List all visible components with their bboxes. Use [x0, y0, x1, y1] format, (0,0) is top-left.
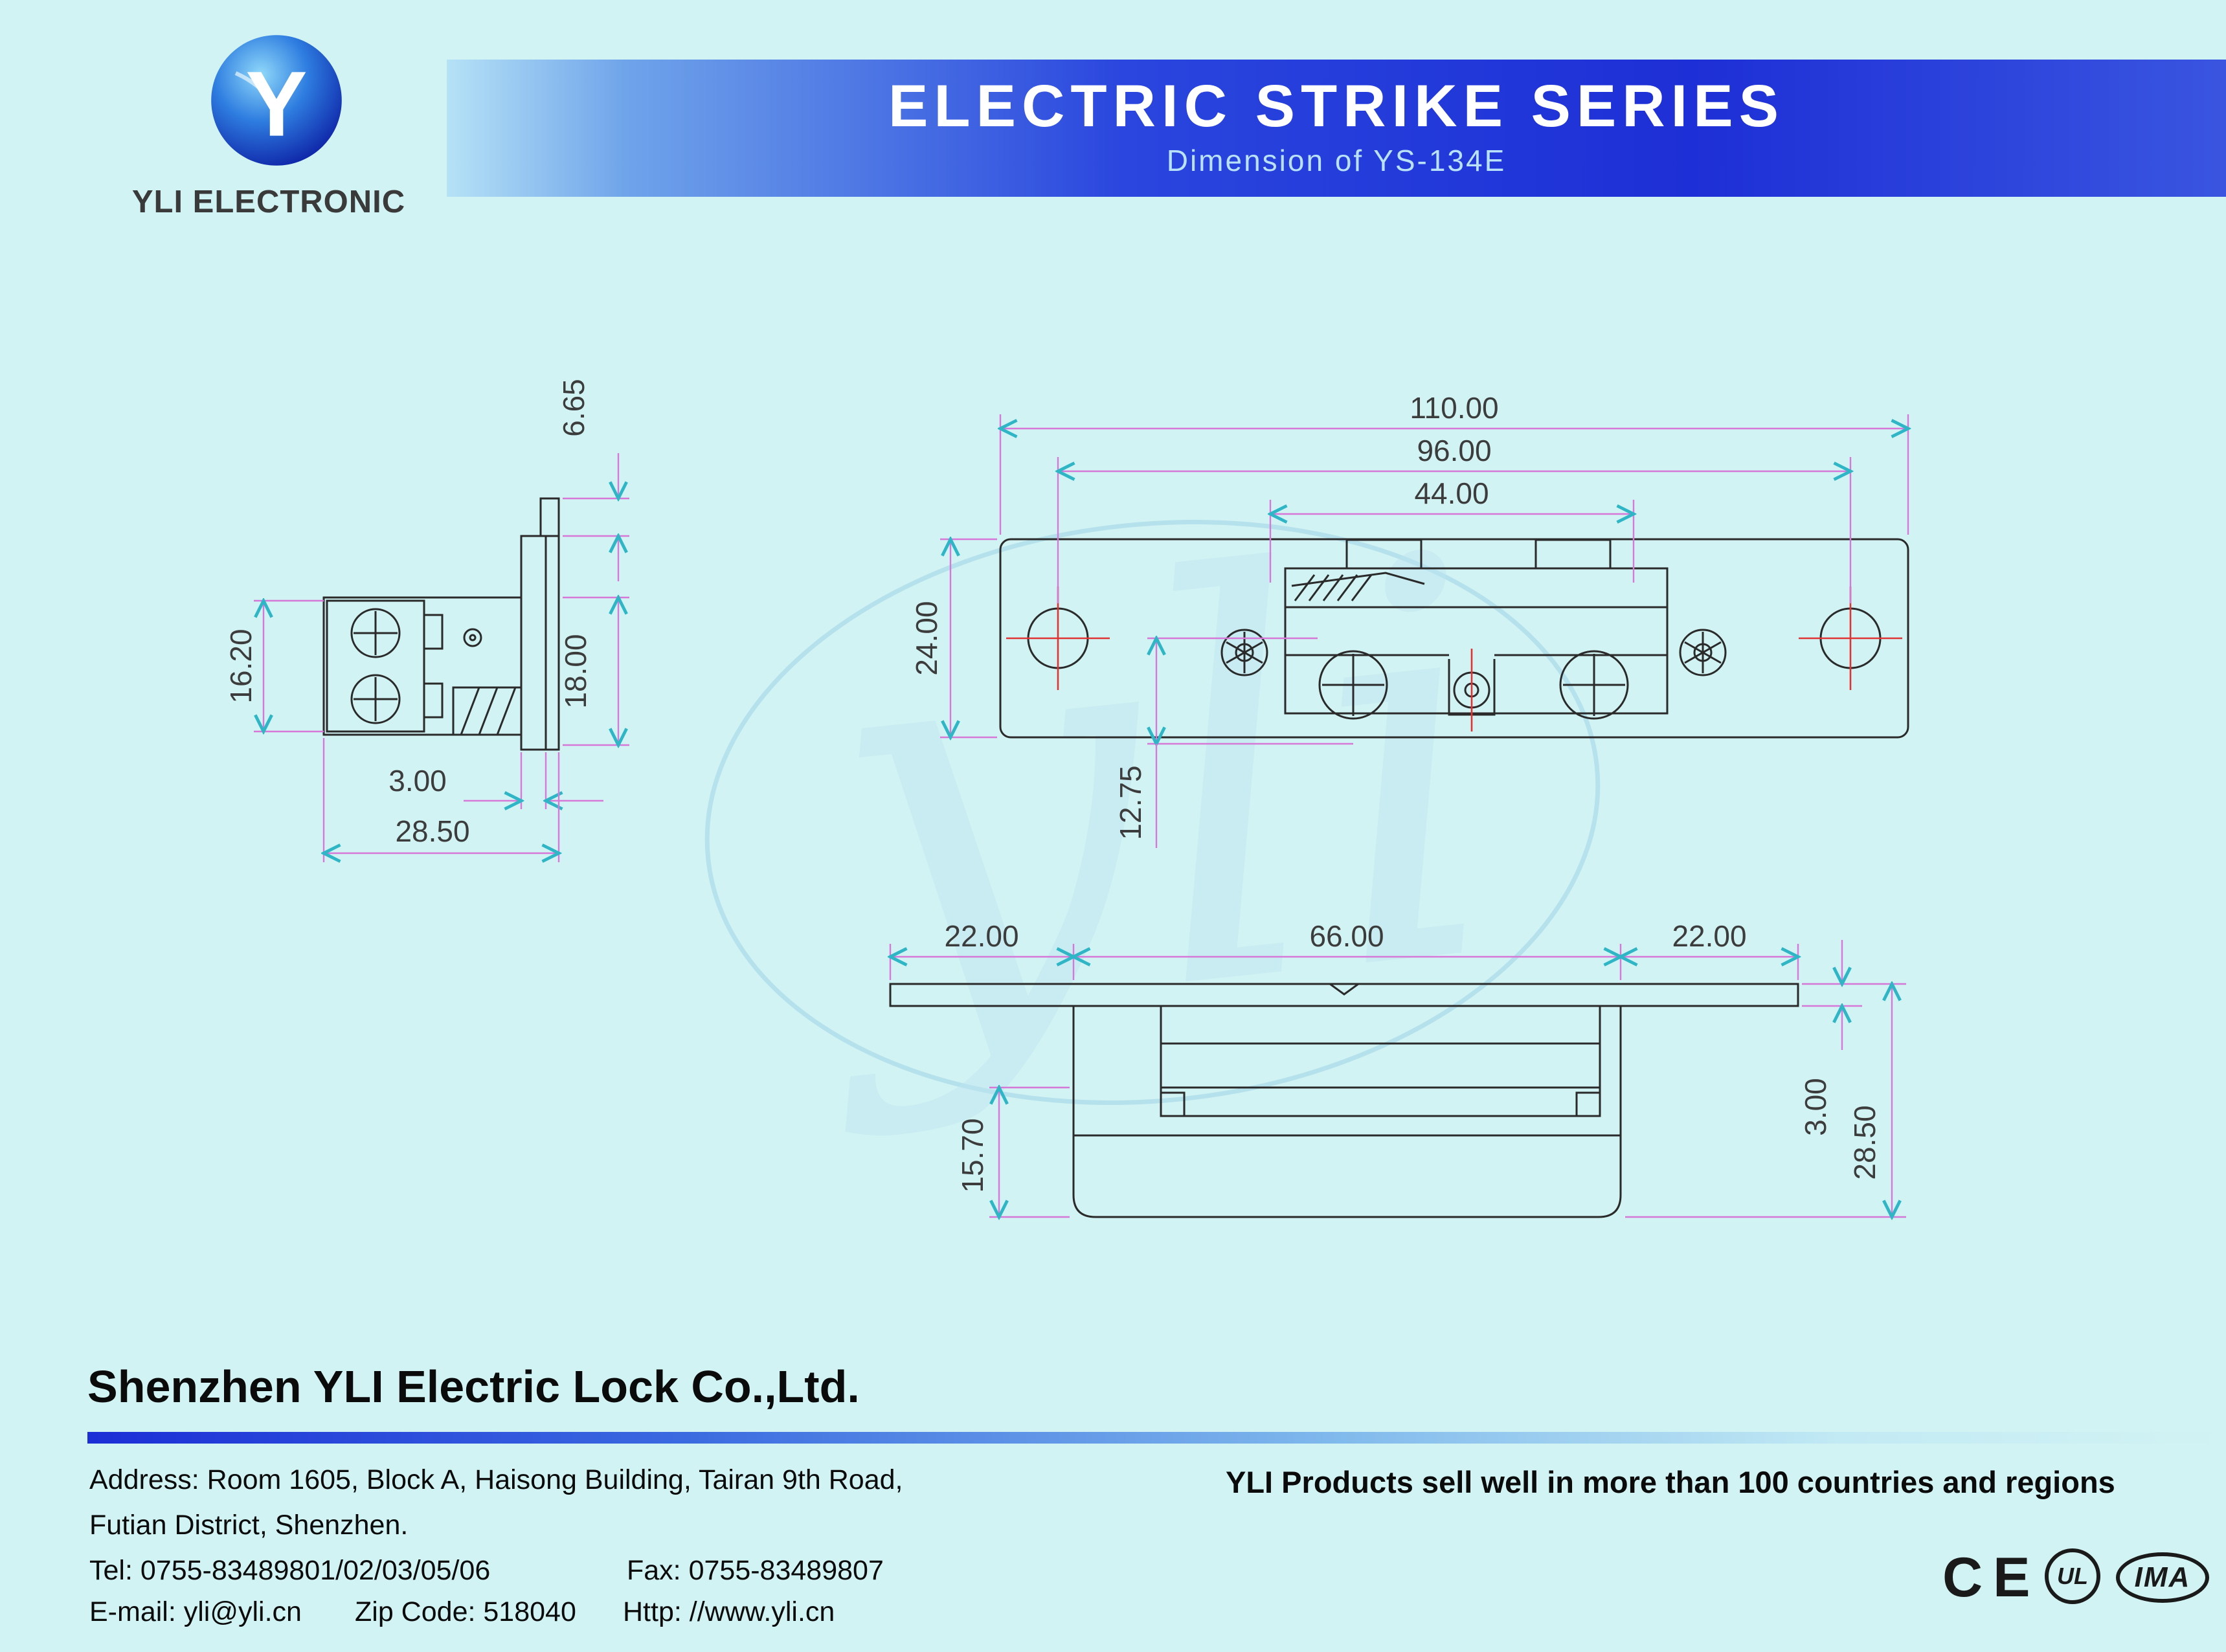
dim-label-3-00-top: 3.00 [1799, 1078, 1832, 1136]
side-view-dim-lines [254, 453, 629, 862]
yli-logo-icon: Y [211, 35, 342, 166]
watermark: yli [704, 440, 1601, 1148]
dim-label-110-00: 110.00 [1410, 391, 1498, 425]
dim-label-24-00: 24.00 [910, 601, 943, 675]
marketing-tagline: YLI Products sell well in more than 100 … [1226, 1465, 2115, 1499]
dim-label-18-00: 18.00 [559, 634, 592, 708]
top-view-dim-labels: 22.00 66.00 22.00 15.70 3.00 28.50 [944, 919, 1882, 1193]
address-line-2: Futian District, Shenzhen. [89, 1510, 409, 1541]
side-view-dim-labels: 16.20 6.65 18.00 3.00 28.50 [224, 379, 592, 848]
website-line: Http: //www.yli.cn [623, 1596, 835, 1627]
ima-mark-icon: IMA [2116, 1552, 2209, 1603]
dim-label-3-00-side: 3.00 [388, 764, 447, 798]
dim-label-6-65: 6.65 [557, 379, 590, 437]
dim-label-96-00: 96.00 [1417, 434, 1491, 467]
dim-label-12-75: 12.75 [1114, 765, 1147, 840]
watermark-text: yli [774, 440, 1526, 1148]
side-view-part [322, 497, 560, 751]
page-title: ELECTRIC STRIKE SERIES [888, 73, 1784, 139]
tel-line: Tel: 0755-83489801/02/03/05/06 [89, 1555, 491, 1586]
page-subtitle: Dimension of YS-134E [1166, 144, 1507, 177]
company-name: Shenzhen YLI Electric Lock Co.,Ltd. [87, 1361, 860, 1412]
brand-name: YLI ELECTRONIC [131, 184, 406, 219]
top-view-dim-lines [890, 940, 1906, 1217]
address-line-1: Address: Room 1605, Block A, Haisong Bui… [89, 1464, 903, 1495]
top-view-part [889, 983, 1799, 1218]
zip-line: Zip Code: 518040 [355, 1596, 576, 1627]
email-line: E-mail: yli@yli.cn [89, 1596, 302, 1627]
dim-label-22-00-left: 22.00 [944, 919, 1018, 953]
ce-mark-icon: CE [1942, 1546, 2041, 1609]
ul-mark-icon: UL [2045, 1548, 2100, 1604]
front-view-dim-labels: 110.00 96.00 44.00 24.00 12.75 [910, 391, 1499, 840]
dim-label-28-50-side: 28.50 [395, 814, 469, 848]
front-view-dim-lines [940, 414, 1908, 848]
side-view: 16.20 6.65 18.00 3.00 28.50 [224, 379, 629, 862]
dim-label-66-00: 66.00 [1309, 919, 1384, 953]
top-view: 22.00 66.00 22.00 15.70 3.00 28.50 [890, 919, 1906, 1217]
dim-label-28-50-top: 28.50 [1848, 1105, 1882, 1179]
front-view: 110.00 96.00 44.00 24.00 12.75 [910, 391, 1908, 848]
dim-label-16-20: 16.20 [224, 629, 258, 703]
company-logo: Y [208, 32, 344, 168]
dim-label-44-00: 44.00 [1414, 476, 1489, 510]
footer-divider [87, 1432, 2226, 1444]
title-banner: ELECTRIC STRIKE SERIES Dimension of YS-1… [447, 60, 2226, 197]
fax-line: Fax: 0755-83489807 [627, 1555, 884, 1586]
dim-label-15-70: 15.70 [956, 1118, 989, 1192]
dim-label-22-00-right: 22.00 [1672, 919, 1746, 953]
logo-letter: Y [245, 53, 307, 156]
front-view-centerlines [1006, 586, 1902, 731]
